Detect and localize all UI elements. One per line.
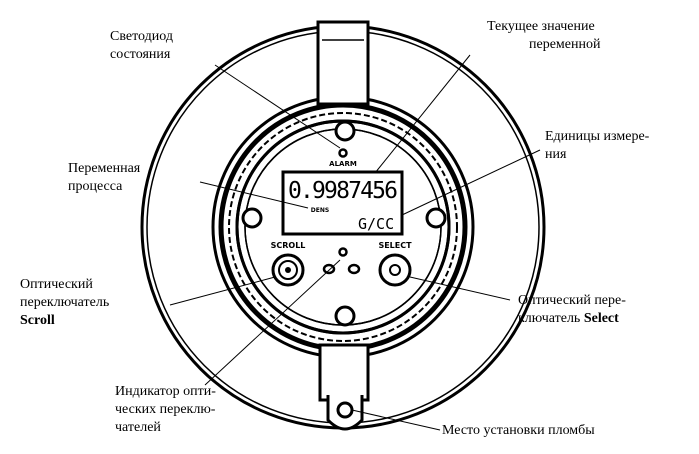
status-led [338,148,348,158]
label-line: Текущее значение [487,19,595,34]
label-line: переменной [529,37,601,52]
label-line: Select [583,311,619,326]
label-line: ния [545,147,567,162]
label-units: Единицы измере- ния [545,128,649,164]
lcd-variable: DENS [311,207,329,214]
label-process-variable: Переменная процесса [68,160,140,196]
label-indicator: Индикатор опти- ческих переклю- чателей [115,383,216,437]
screw-bottom [334,305,356,327]
select-button[interactable] [378,253,412,287]
screw-top [334,120,356,142]
led-label: ALARM [329,160,357,168]
screw-right [425,207,447,229]
label-line: переключатель [20,295,110,310]
label-scroll: Оптический переключатель Scroll [20,276,109,330]
scroll-button[interactable] [271,253,305,287]
label-line: чателей [115,420,161,435]
label-current-value: Текущее значение переменной [487,18,600,54]
lcd-units: G/CC [358,215,394,233]
label-line: Оптический [20,277,93,292]
label-line: Переменная [68,161,141,176]
leader-lines [169,54,541,431]
optical-switch-indicator [322,247,361,275]
label-line: Единицы измере- [545,129,650,144]
top-bracket [316,20,370,106]
label-line: ключатель [518,311,584,326]
label-line: Индикатор опти- [115,384,216,399]
label-select: Оптический пере- ключатель Select [518,292,626,328]
label-line: процесса [68,179,123,194]
label-line: состояния [110,47,171,62]
label-line: ческих переклю- [115,402,216,417]
label-line: Светодиод [110,29,173,44]
lcd-display [281,170,404,236]
bottom-bracket [318,343,370,431]
label-line: Scroll [20,313,55,328]
label-seal: Место установки пломбы [442,423,595,438]
scroll-label: SCROLL [271,241,306,250]
label-led: Светодиод состояния [110,28,173,64]
screw-left [241,207,263,229]
label-line: Оптический пере- [518,293,626,308]
select-label: SELECT [378,241,412,250]
seal-screw [336,401,354,419]
lcd-value: 0.9987456 [288,178,398,204]
